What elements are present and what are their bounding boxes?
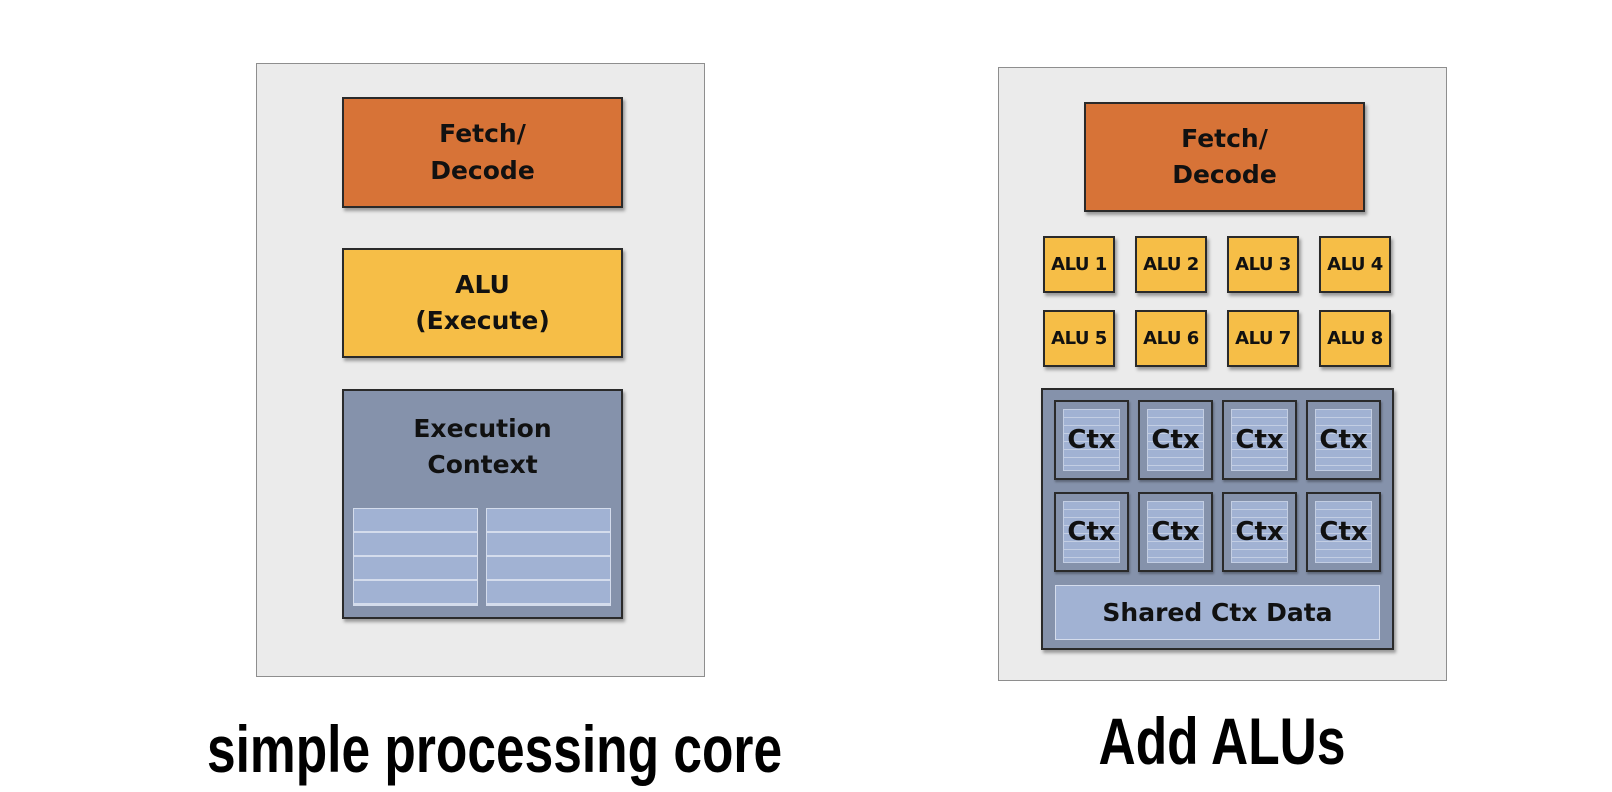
left-register-file-1 [353,508,478,606]
ctx-register-lines [1063,501,1120,563]
alu-label-1: ALU 1 [1051,254,1107,275]
ctx-register-lines [1147,409,1204,471]
left-caption: simple processing core [207,712,783,786]
ctx-block-5: Ctx [1054,492,1129,572]
ctx-label-2: Ctx [1151,425,1200,455]
right-caption: Add ALUs [1098,704,1346,778]
alu-block-2: ALU 2 [1135,236,1207,293]
left-execution-context-label: Execution Context [413,414,552,480]
alu-block-4: ALU 4 [1319,236,1391,293]
shared-ctx-data-label: Shared Ctx Data [1102,598,1333,627]
ctx-register-lines [1315,409,1372,471]
shared-ctx-data-block: Shared Ctx Data [1055,585,1380,640]
alu-block-5: ALU 5 [1043,310,1115,367]
ctx-label-8: Ctx [1319,517,1368,547]
right-fetch-decode-label: Fetch/ Decode [1172,123,1277,189]
alu-block-8: ALU 8 [1319,310,1391,367]
alu-label-8: ALU 8 [1327,328,1383,349]
ctx-label-4: Ctx [1319,425,1368,455]
ctx-block-7: Ctx [1222,492,1297,572]
ctx-block-8: Ctx [1306,492,1381,572]
alu-label-3: ALU 3 [1235,254,1291,275]
alu-block-3: ALU 3 [1227,236,1299,293]
ctx-register-lines [1231,501,1288,563]
ctx-block-4: Ctx [1306,400,1381,480]
ctx-label-1: Ctx [1067,425,1116,455]
alu-label-5: ALU 5 [1051,328,1107,349]
alu-label-2: ALU 2 [1143,254,1199,275]
alu-label-6: ALU 6 [1143,328,1199,349]
ctx-block-6: Ctx [1138,492,1213,572]
ctx-block-3: Ctx [1222,400,1297,480]
ctx-label-7: Ctx [1235,517,1284,547]
alu-label-7: ALU 7 [1235,328,1291,349]
alu-block-7: ALU 7 [1227,310,1299,367]
ctx-block-2: Ctx [1138,400,1213,480]
ctx-label-6: Ctx [1151,517,1200,547]
ctx-register-lines [1231,409,1288,471]
right-fetch-decode-block: Fetch/ Decode [1084,102,1365,212]
alu-block-1: ALU 1 [1043,236,1115,293]
left-alu-block: ALU (Execute) [342,248,623,358]
left-fetch-decode-label: Fetch/ Decode [430,119,535,185]
alu-label-4: ALU 4 [1327,254,1383,275]
ctx-register-lines [1063,409,1120,471]
left-alu-label: ALU (Execute) [415,269,550,335]
ctx-register-lines [1147,501,1204,563]
ctx-block-1: Ctx [1054,400,1129,480]
left-fetch-decode-block: Fetch/ Decode [342,97,623,208]
alu-block-6: ALU 6 [1135,310,1207,367]
ctx-register-lines [1315,501,1372,563]
ctx-label-5: Ctx [1067,517,1116,547]
left-register-file-2 [486,508,611,606]
ctx-label-3: Ctx [1235,425,1284,455]
